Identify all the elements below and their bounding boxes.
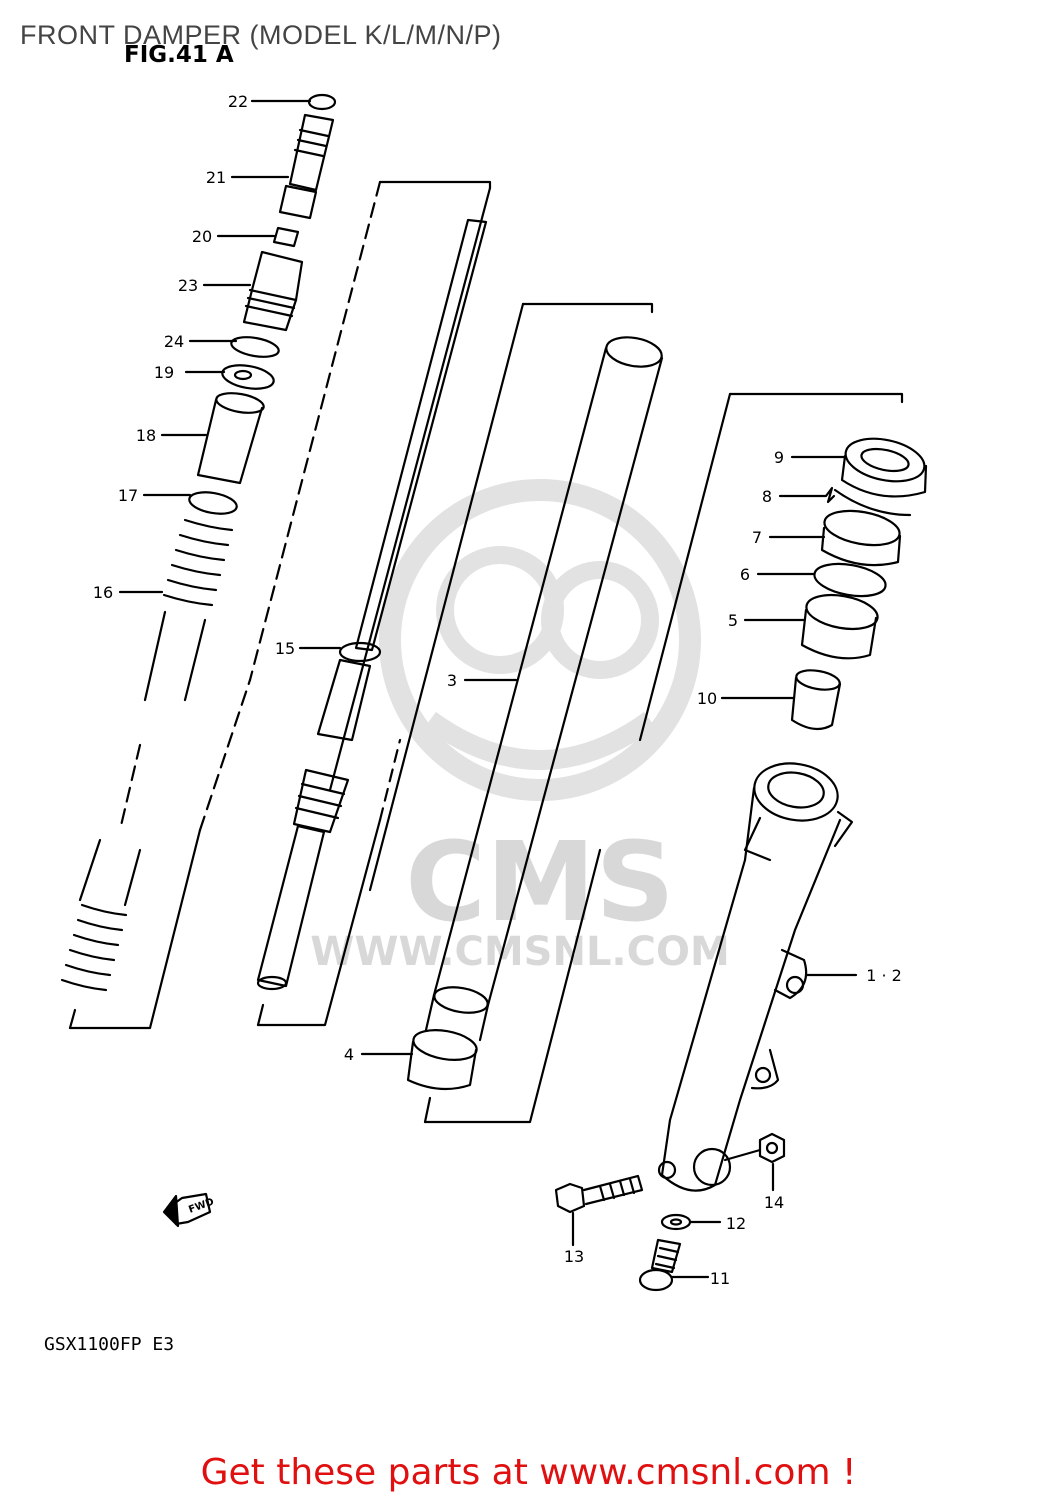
figure-label: FIG.41 A bbox=[124, 42, 234, 68]
callout-15: 15 bbox=[275, 639, 295, 658]
part-24-o-ring bbox=[230, 336, 280, 358]
part-21-adjuster bbox=[278, 113, 335, 220]
callout-10: 10 bbox=[697, 689, 717, 708]
part-17-washer bbox=[188, 491, 238, 515]
part-11-bolt bbox=[638, 1238, 682, 1292]
part-13-bolt bbox=[554, 1174, 644, 1214]
callout-24: 24 bbox=[164, 332, 184, 351]
callout-16: 16 bbox=[93, 583, 113, 602]
callout-labels: 22 21 20 23 24 19 18 17 16 15 3 9 8 7 6 … bbox=[93, 92, 902, 1288]
part-23-cap-bolt bbox=[242, 250, 304, 332]
part-19-washer bbox=[221, 364, 275, 390]
callout-14: 14 bbox=[764, 1193, 784, 1212]
leader-lines bbox=[118, 99, 858, 1279]
watermark-brand: CMS bbox=[405, 818, 674, 946]
callout-3: 3 bbox=[447, 671, 457, 690]
part-4-bushing bbox=[406, 1029, 478, 1091]
part-10-bushing bbox=[790, 669, 842, 731]
part-14-nut bbox=[758, 1132, 786, 1164]
part-18-spacer bbox=[196, 392, 265, 485]
callout-11: 11 bbox=[710, 1269, 730, 1288]
callout-13: 13 bbox=[564, 1247, 584, 1266]
part-7-oil-seal bbox=[820, 509, 902, 567]
group-frame-rod bbox=[256, 186, 492, 1027]
part-20-collar bbox=[272, 226, 300, 248]
group-frame-inner-tube bbox=[368, 302, 654, 1124]
callout-17: 17 bbox=[118, 486, 138, 505]
callout-9: 9 bbox=[774, 448, 784, 467]
model-code: GSX1100FP E3 bbox=[44, 1334, 175, 1355]
fwd-arrow-icon bbox=[162, 1192, 212, 1228]
callout-7: 7 bbox=[752, 528, 762, 547]
part-1-2-outer-tube bbox=[657, 762, 854, 1192]
page-title: FRONT DAMPER (MODEL K/L/M/N/P) bbox=[20, 20, 502, 50]
group-frame-outer-tube bbox=[638, 392, 904, 742]
group-frame-left bbox=[68, 180, 492, 1030]
callout-1-2: 1 · 2 bbox=[866, 966, 902, 985]
part-22-o-ring bbox=[307, 93, 337, 111]
watermark-url: WWW.CMSNL.COM bbox=[310, 929, 730, 975]
callout-12: 12 bbox=[726, 1214, 746, 1233]
part-15-rod-assembly bbox=[256, 218, 488, 991]
part-9-dust-seal bbox=[840, 437, 928, 498]
callout-21: 21 bbox=[206, 168, 226, 187]
exploded-parts-diagram: CMS WWW.CMSNL.COM bbox=[60, 92, 928, 1292]
get-parts-link[interactable]: Get these parts at www.cmsnl.com ! bbox=[200, 1452, 857, 1493]
callout-4: 4 bbox=[344, 1045, 354, 1064]
callout-22: 22 bbox=[228, 92, 248, 111]
part-3-inner-tube bbox=[424, 336, 664, 1042]
callout-5: 5 bbox=[728, 611, 738, 630]
callout-20: 20 bbox=[192, 227, 212, 246]
callout-19: 19 bbox=[154, 363, 174, 382]
watermark: CMS WWW.CMSNL.COM bbox=[310, 479, 730, 975]
callout-23: 23 bbox=[178, 276, 198, 295]
part-12-washer bbox=[660, 1213, 692, 1231]
part-8-stopper-ring bbox=[833, 488, 912, 517]
part-5-guide-bushing bbox=[800, 593, 879, 660]
callout-8: 8 bbox=[762, 487, 772, 506]
callout-6: 6 bbox=[740, 565, 750, 584]
part-16-spring bbox=[60, 518, 234, 992]
callout-18: 18 bbox=[136, 426, 156, 445]
